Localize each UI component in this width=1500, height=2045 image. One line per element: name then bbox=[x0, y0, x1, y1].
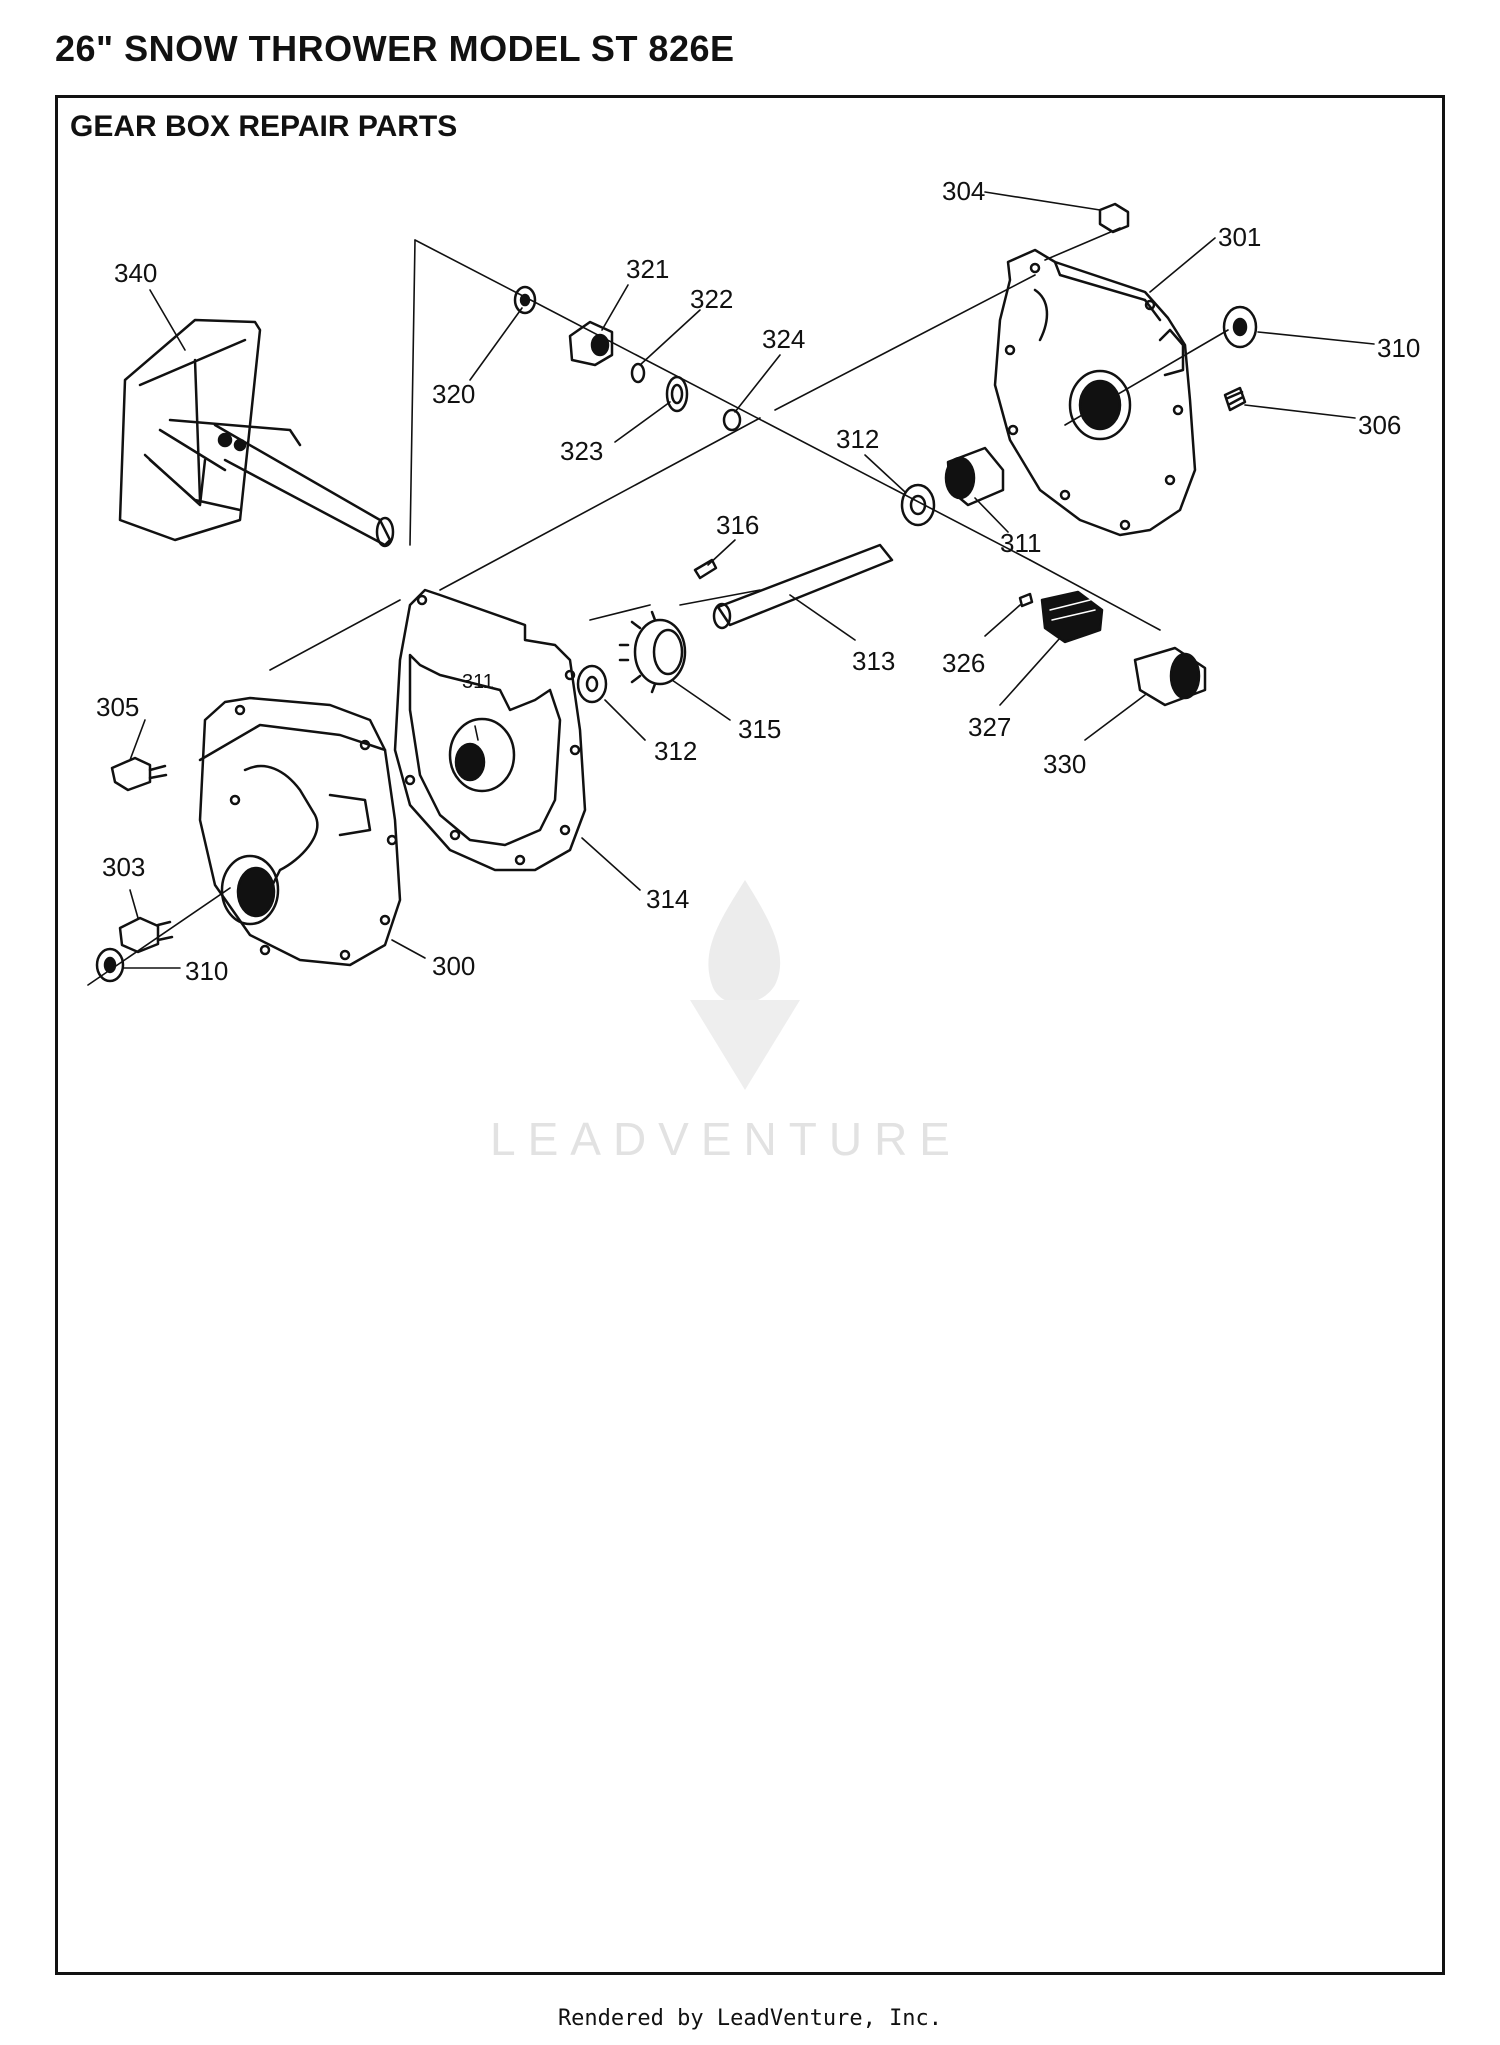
nut-304 bbox=[1098, 202, 1130, 234]
callout-327: 327 bbox=[968, 712, 1011, 742]
callout-326: 326 bbox=[942, 648, 985, 678]
watermark-logo bbox=[690, 880, 800, 1090]
worm-gear-327 bbox=[1040, 590, 1104, 644]
callout-303: 303 bbox=[102, 852, 145, 882]
callout-323: 323 bbox=[560, 436, 603, 466]
bushing-311-upper bbox=[944, 446, 1005, 507]
impeller-shaft-assembly-340 bbox=[118, 318, 395, 548]
callout-304: 304 bbox=[942, 176, 985, 206]
bolt-305 bbox=[110, 756, 168, 792]
gear-case-right-301 bbox=[993, 248, 1197, 537]
callout-312-upper: 312 bbox=[836, 424, 879, 454]
diagram-frame: GEAR BOX REPAIR PARTS bbox=[55, 95, 1445, 1975]
callout-306: 306 bbox=[1358, 410, 1401, 440]
document-title: 26" SNOW THROWER MODEL ST 826E bbox=[55, 28, 735, 69]
washer-320 bbox=[513, 285, 537, 315]
callout-315: 315 bbox=[738, 714, 781, 744]
washer-310-left bbox=[95, 947, 125, 983]
bushing-321 bbox=[568, 320, 614, 367]
callout-312-lower: 312 bbox=[654, 736, 697, 766]
key-326 bbox=[1018, 592, 1034, 608]
gear-315 bbox=[618, 610, 687, 694]
washer-324 bbox=[722, 408, 742, 432]
callout-313: 313 bbox=[852, 646, 895, 676]
callout-320: 320 bbox=[432, 379, 475, 409]
callout-330: 330 bbox=[1043, 749, 1086, 779]
callout-305: 305 bbox=[96, 692, 139, 722]
section-title: GEAR BOX REPAIR PARTS bbox=[70, 110, 458, 143]
callout-310-right: 310 bbox=[1377, 333, 1420, 363]
callout-321: 321 bbox=[626, 254, 669, 284]
ring-322 bbox=[630, 362, 646, 384]
leader-lines bbox=[123, 191, 1375, 969]
washer-312-lower bbox=[576, 664, 608, 704]
callout-300: 300 bbox=[432, 951, 475, 981]
gasket-314 bbox=[393, 588, 587, 872]
bearing-330 bbox=[1133, 646, 1207, 707]
callout-310-left: 310 bbox=[185, 956, 228, 986]
shaft-313 bbox=[712, 543, 894, 630]
callout-324: 324 bbox=[762, 324, 805, 354]
washer-310-right bbox=[1222, 305, 1258, 349]
bolt-303 bbox=[118, 916, 174, 954]
callout-314: 314 bbox=[646, 884, 689, 914]
key-316 bbox=[693, 558, 718, 580]
callout-311-lower: 311 bbox=[462, 671, 494, 693]
callout-340: 340 bbox=[114, 258, 157, 288]
callout-316: 316 bbox=[716, 510, 759, 540]
callout-labels: 304 301 340 321 322 324 320 323 310 306 … bbox=[96, 176, 1420, 986]
thrust-bearing-323 bbox=[665, 375, 689, 413]
washer-312-upper bbox=[900, 483, 936, 527]
gear-case-left-300 bbox=[198, 696, 402, 967]
callout-301: 301 bbox=[1218, 222, 1261, 252]
callout-322: 322 bbox=[690, 284, 733, 314]
watermark: LEADVENTURE bbox=[490, 1113, 962, 1165]
callout-311-upper: 311 bbox=[1000, 528, 1041, 558]
footer-credit: Rendered by LeadVenture, Inc. bbox=[557, 2006, 943, 2031]
plug-306 bbox=[1223, 386, 1247, 412]
